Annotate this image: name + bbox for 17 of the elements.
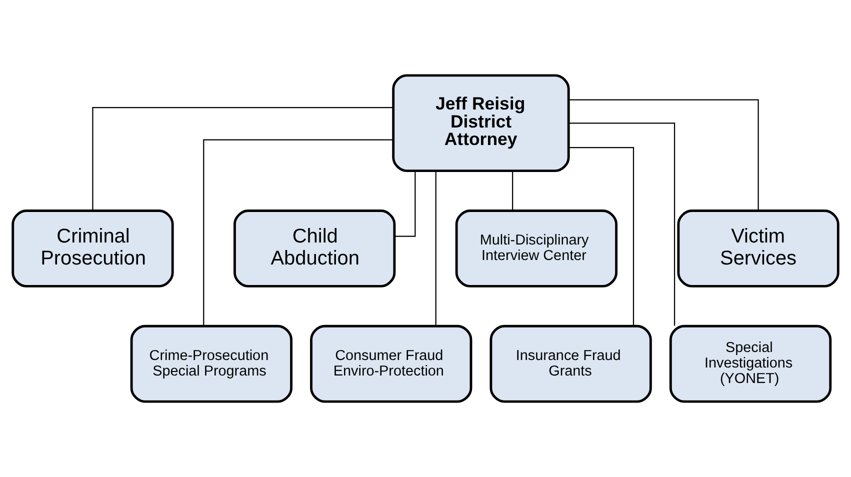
node-box: Child Abduction bbox=[233, 210, 396, 288]
node-box: Special Investigations (YONET) bbox=[669, 324, 832, 403]
node-box: Jeff Reisig District Attorney bbox=[392, 74, 570, 172]
connector bbox=[512, 170, 514, 211]
connector bbox=[394, 171, 416, 237]
connector bbox=[203, 139, 394, 326]
node-box: Multi-Disciplinary Interview Center bbox=[455, 210, 618, 288]
connector bbox=[92, 107, 393, 211]
node-box: Insurance Fraud Grants bbox=[490, 324, 652, 403]
connector bbox=[568, 146, 634, 326]
node-box: Consumer Fraud Enviro-Protection bbox=[310, 324, 472, 403]
connector bbox=[568, 99, 759, 211]
node-box: Victim Services bbox=[677, 210, 840, 288]
connector bbox=[568, 122, 676, 326]
node-box: Criminal Prosecution bbox=[12, 210, 174, 288]
node-box: Crime-Prosecution Special Programs bbox=[130, 324, 292, 403]
connector bbox=[435, 170, 436, 326]
